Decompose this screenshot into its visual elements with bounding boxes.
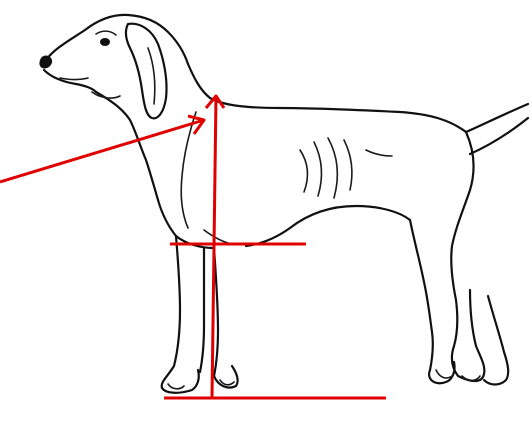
dog-throat-outline	[96, 92, 158, 200]
dog-flank-mark	[366, 150, 392, 156]
dog-head-outline	[46, 15, 188, 64]
dog-neck-back-outline	[188, 64, 466, 132]
dog-foreleg-front	[162, 236, 199, 393]
dog-eye	[100, 38, 110, 46]
dog-hind-leg-front	[410, 220, 455, 383]
dog-elbow-detail	[204, 230, 232, 244]
dog-hind-leg-far	[484, 296, 508, 385]
dog-ear	[126, 24, 167, 119]
dog-muzzle-lower	[44, 70, 96, 92]
height-at-withers-arrow	[212, 96, 216, 398]
dog-ear-fold	[148, 48, 155, 104]
dog-rib-1	[300, 150, 307, 192]
dog-rib-3	[328, 138, 337, 198]
dog-foreleg-rear	[200, 248, 204, 372]
dog-lip-line	[60, 78, 88, 80]
withers-pointer-arrow	[0, 120, 204, 182]
dog-tail-top	[466, 104, 528, 132]
dog-nose	[39, 56, 52, 69]
measurement-annotations	[0, 96, 386, 398]
dog-shoulder-line	[181, 112, 196, 228]
dog-rib-2	[314, 142, 321, 196]
dog-eye-brow	[96, 31, 116, 35]
dog-illustration	[39, 15, 528, 393]
dog-foreleg-far	[214, 248, 238, 388]
dog-rib-4	[344, 140, 352, 190]
dog-tail-bottom	[470, 118, 528, 154]
dog-belly-outline	[246, 206, 410, 246]
